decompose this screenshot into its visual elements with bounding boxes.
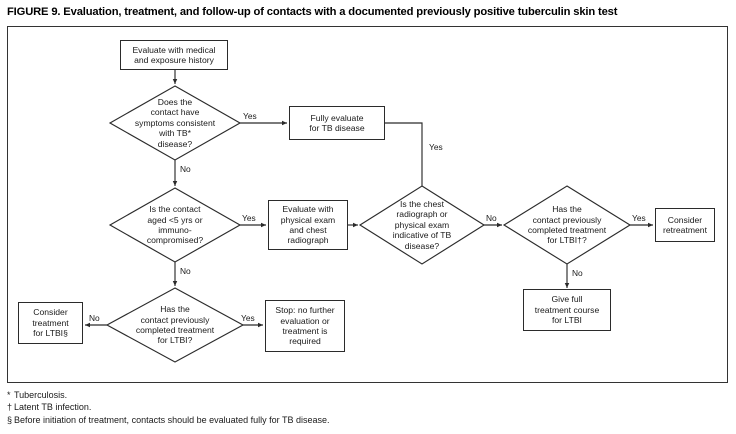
node-start-text: Evaluate with medical and exposure histo… [132,44,216,65]
edge-label-ltbi-bottom-yes: Yes [241,313,255,323]
footnote-text: Tuberculosis. [14,390,68,400]
footnote-mark: * [7,390,11,400]
edge-label-ltbi-right-no: No [572,268,583,278]
decision-age-immunocompromised[interactable]: Is the contact aged <5 yrs or immuno- co… [112,194,238,256]
decision-ltbi-completed-bottom[interactable]: Has the contact previously completed tre… [110,296,240,354]
edge-label-age-yes: Yes [242,213,256,223]
footnote-text: Before initiation of treatment, contacts… [14,414,330,425]
node-give-full-treatment-text: Give full treatment course for LTBI [534,294,600,326]
footnote-mark: § [7,414,13,425]
edge-label-age-no: No [180,266,191,276]
node-fully-evaluate[interactable]: Fully evaluate for TB disease [289,106,385,140]
decision-age-text: Is the contact aged <5 yrs or immuno- co… [146,204,204,246]
node-consider-treatment-ltbi-text: Consider treatment for LTBI§ [32,307,69,339]
figure-title: FIGURE 9. Evaluation, treatment, and fol… [7,6,618,18]
decision-ltbi-right-text: Has the contact previously completed tre… [527,204,607,246]
node-consider-retreatment[interactable]: Consider retreatment [655,208,715,242]
node-evaluate-physical-exam[interactable]: Evaluate with physical exam and chest ra… [268,200,348,250]
edge-label-ltbi-bottom-no: No [89,313,100,323]
decision-symptoms-text: Does the contact have symptoms consisten… [134,96,216,149]
node-consider-retreatment-text: Consider retreatment [663,214,707,235]
decision-ltbi-bottom-text: Has the contact previously completed tre… [135,304,215,346]
node-give-full-treatment[interactable]: Give full treatment course for LTBI [523,289,611,331]
edge-label-ltbi-right-yes: Yes [632,213,646,223]
footnote-item: †Latent TB infection. [7,401,647,413]
footnote-mark: † [7,402,13,413]
node-evaluate-physical-exam-text: Evaluate with physical exam and chest ra… [280,204,336,246]
node-stop-text: Stop: no further evaluation or treatment… [275,305,335,347]
decision-radiograph[interactable]: Is the chest radiograph or physical exam… [362,192,482,258]
edge-label-symptoms-yes: Yes [243,111,257,121]
edge-label-radiograph-yes: Yes [429,142,443,152]
edge-label-symptoms-no: No [180,164,191,174]
node-start[interactable]: Evaluate with medical and exposure histo… [120,40,228,70]
node-fully-evaluate-text: Fully evaluate for TB disease [309,112,365,133]
edge-label-radiograph-no: No [486,213,497,223]
decision-symptoms[interactable]: Does the contact have symptoms consisten… [110,88,240,158]
footnotes: *Tuberculosis. †Latent TB infection. §Be… [7,389,647,426]
decision-radiograph-text: Is the chest radiograph or physical exam… [392,198,452,251]
node-stop-no-further-evaluation[interactable]: Stop: no further evaluation or treatment… [265,300,345,352]
footnote-item: *Tuberculosis. [7,389,647,401]
footnote-text: Latent TB infection. [14,402,92,413]
footnote-item: §Before initiation of treatment, contact… [7,414,647,426]
node-consider-treatment-ltbi[interactable]: Consider treatment for LTBI§ [18,302,83,344]
decision-ltbi-completed-right[interactable]: Has the contact previously completed tre… [506,196,628,254]
